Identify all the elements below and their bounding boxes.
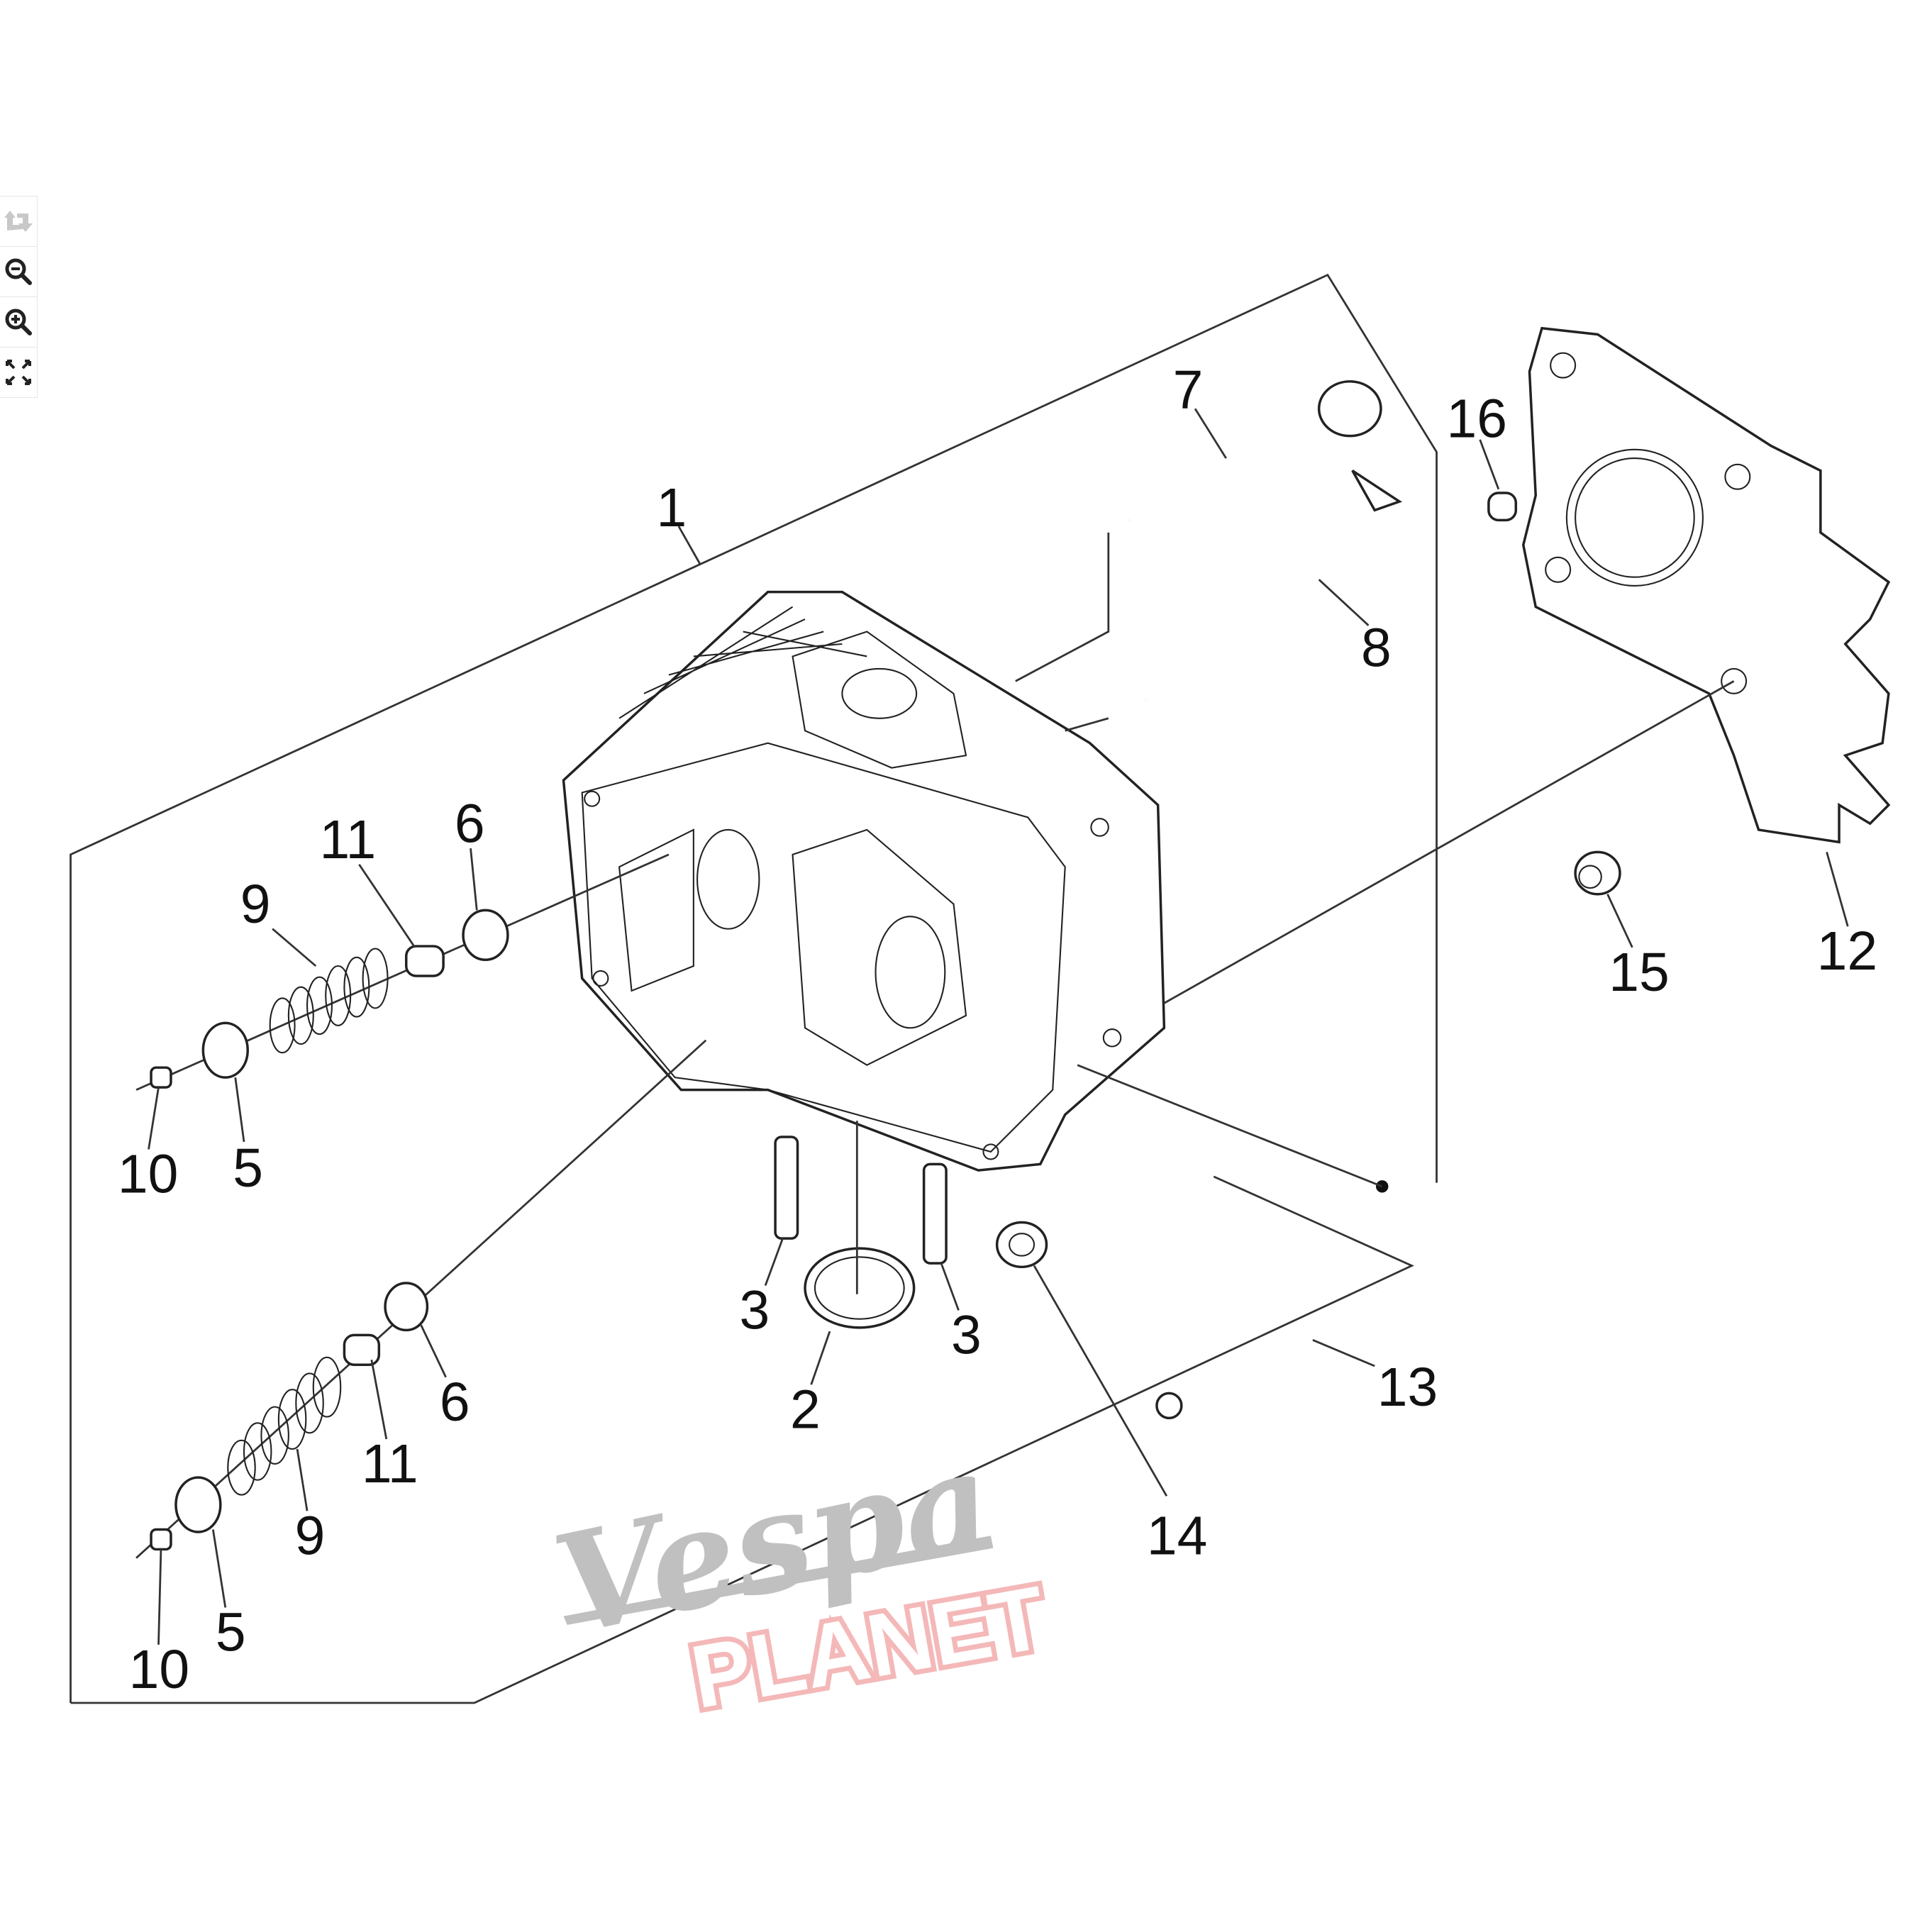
viewer-toolbar	[0, 196, 38, 398]
zoom-out-icon	[5, 258, 32, 285]
dowel-3b	[922, 1162, 948, 1265]
zoom-in-button[interactable]	[0, 297, 37, 348]
callout-6-upper: 6	[455, 793, 485, 854]
rotate-button[interactable]	[0, 196, 37, 247]
callout-9-lower: 9	[295, 1505, 326, 1566]
vespa-planet-watermark: Vespa PLANET	[542, 1419, 1057, 1732]
callout-3-right: 3	[951, 1305, 982, 1366]
zoom-out-button[interactable]	[0, 247, 37, 297]
upper-valve-train	[135, 853, 670, 1091]
callout-14: 14	[1147, 1505, 1207, 1566]
callout-8: 8	[1361, 617, 1392, 678]
callout-5-upper: 5	[233, 1138, 263, 1199]
callout-labels: 1 7 8 16 12 15 11 6 9 10 5 3 3 2 6 11 9 …	[118, 360, 1877, 1700]
callout-6-lower: 6	[440, 1372, 470, 1433]
head-gasket	[1521, 326, 1891, 844]
callout-10-upper: 10	[118, 1144, 178, 1205]
callout-9-upper: 9	[240, 874, 271, 935]
callout-16: 16	[1447, 388, 1507, 449]
fullscreen-button[interactable]	[0, 348, 37, 397]
callout-7: 7	[1173, 360, 1204, 421]
callout-13: 13	[1377, 1357, 1438, 1418]
valve-8	[1144, 470, 1403, 701]
cylinder-head	[562, 590, 1166, 1172]
assembly-frame	[70, 273, 1438, 1704]
bolt-13	[1155, 1285, 1379, 1420]
leader-lines	[148, 408, 1849, 1645]
zoom-in-icon	[5, 309, 32, 335]
callout-11-lower: 11	[362, 1433, 418, 1494]
callout-2: 2	[790, 1379, 821, 1440]
callout-15: 15	[1609, 942, 1669, 1003]
callout-10-lower: 10	[129, 1639, 189, 1700]
callout-1: 1	[656, 477, 687, 538]
bushing-15	[1574, 850, 1621, 896]
callout-5-lower: 5	[216, 1602, 246, 1663]
nut-14	[995, 1221, 1048, 1269]
dowel-3a	[774, 1136, 799, 1240]
fullscreen-icon	[6, 360, 31, 385]
lower-valve-train	[135, 1039, 707, 1559]
rotate-icon	[4, 211, 33, 232]
callout-11-upper: 11	[320, 809, 377, 870]
oring-2	[804, 1247, 916, 1329]
callout-3-left: 3	[739, 1280, 770, 1341]
dowel-16	[1487, 492, 1518, 522]
callout-12: 12	[1817, 921, 1877, 982]
valve-7	[1128, 380, 1382, 522]
